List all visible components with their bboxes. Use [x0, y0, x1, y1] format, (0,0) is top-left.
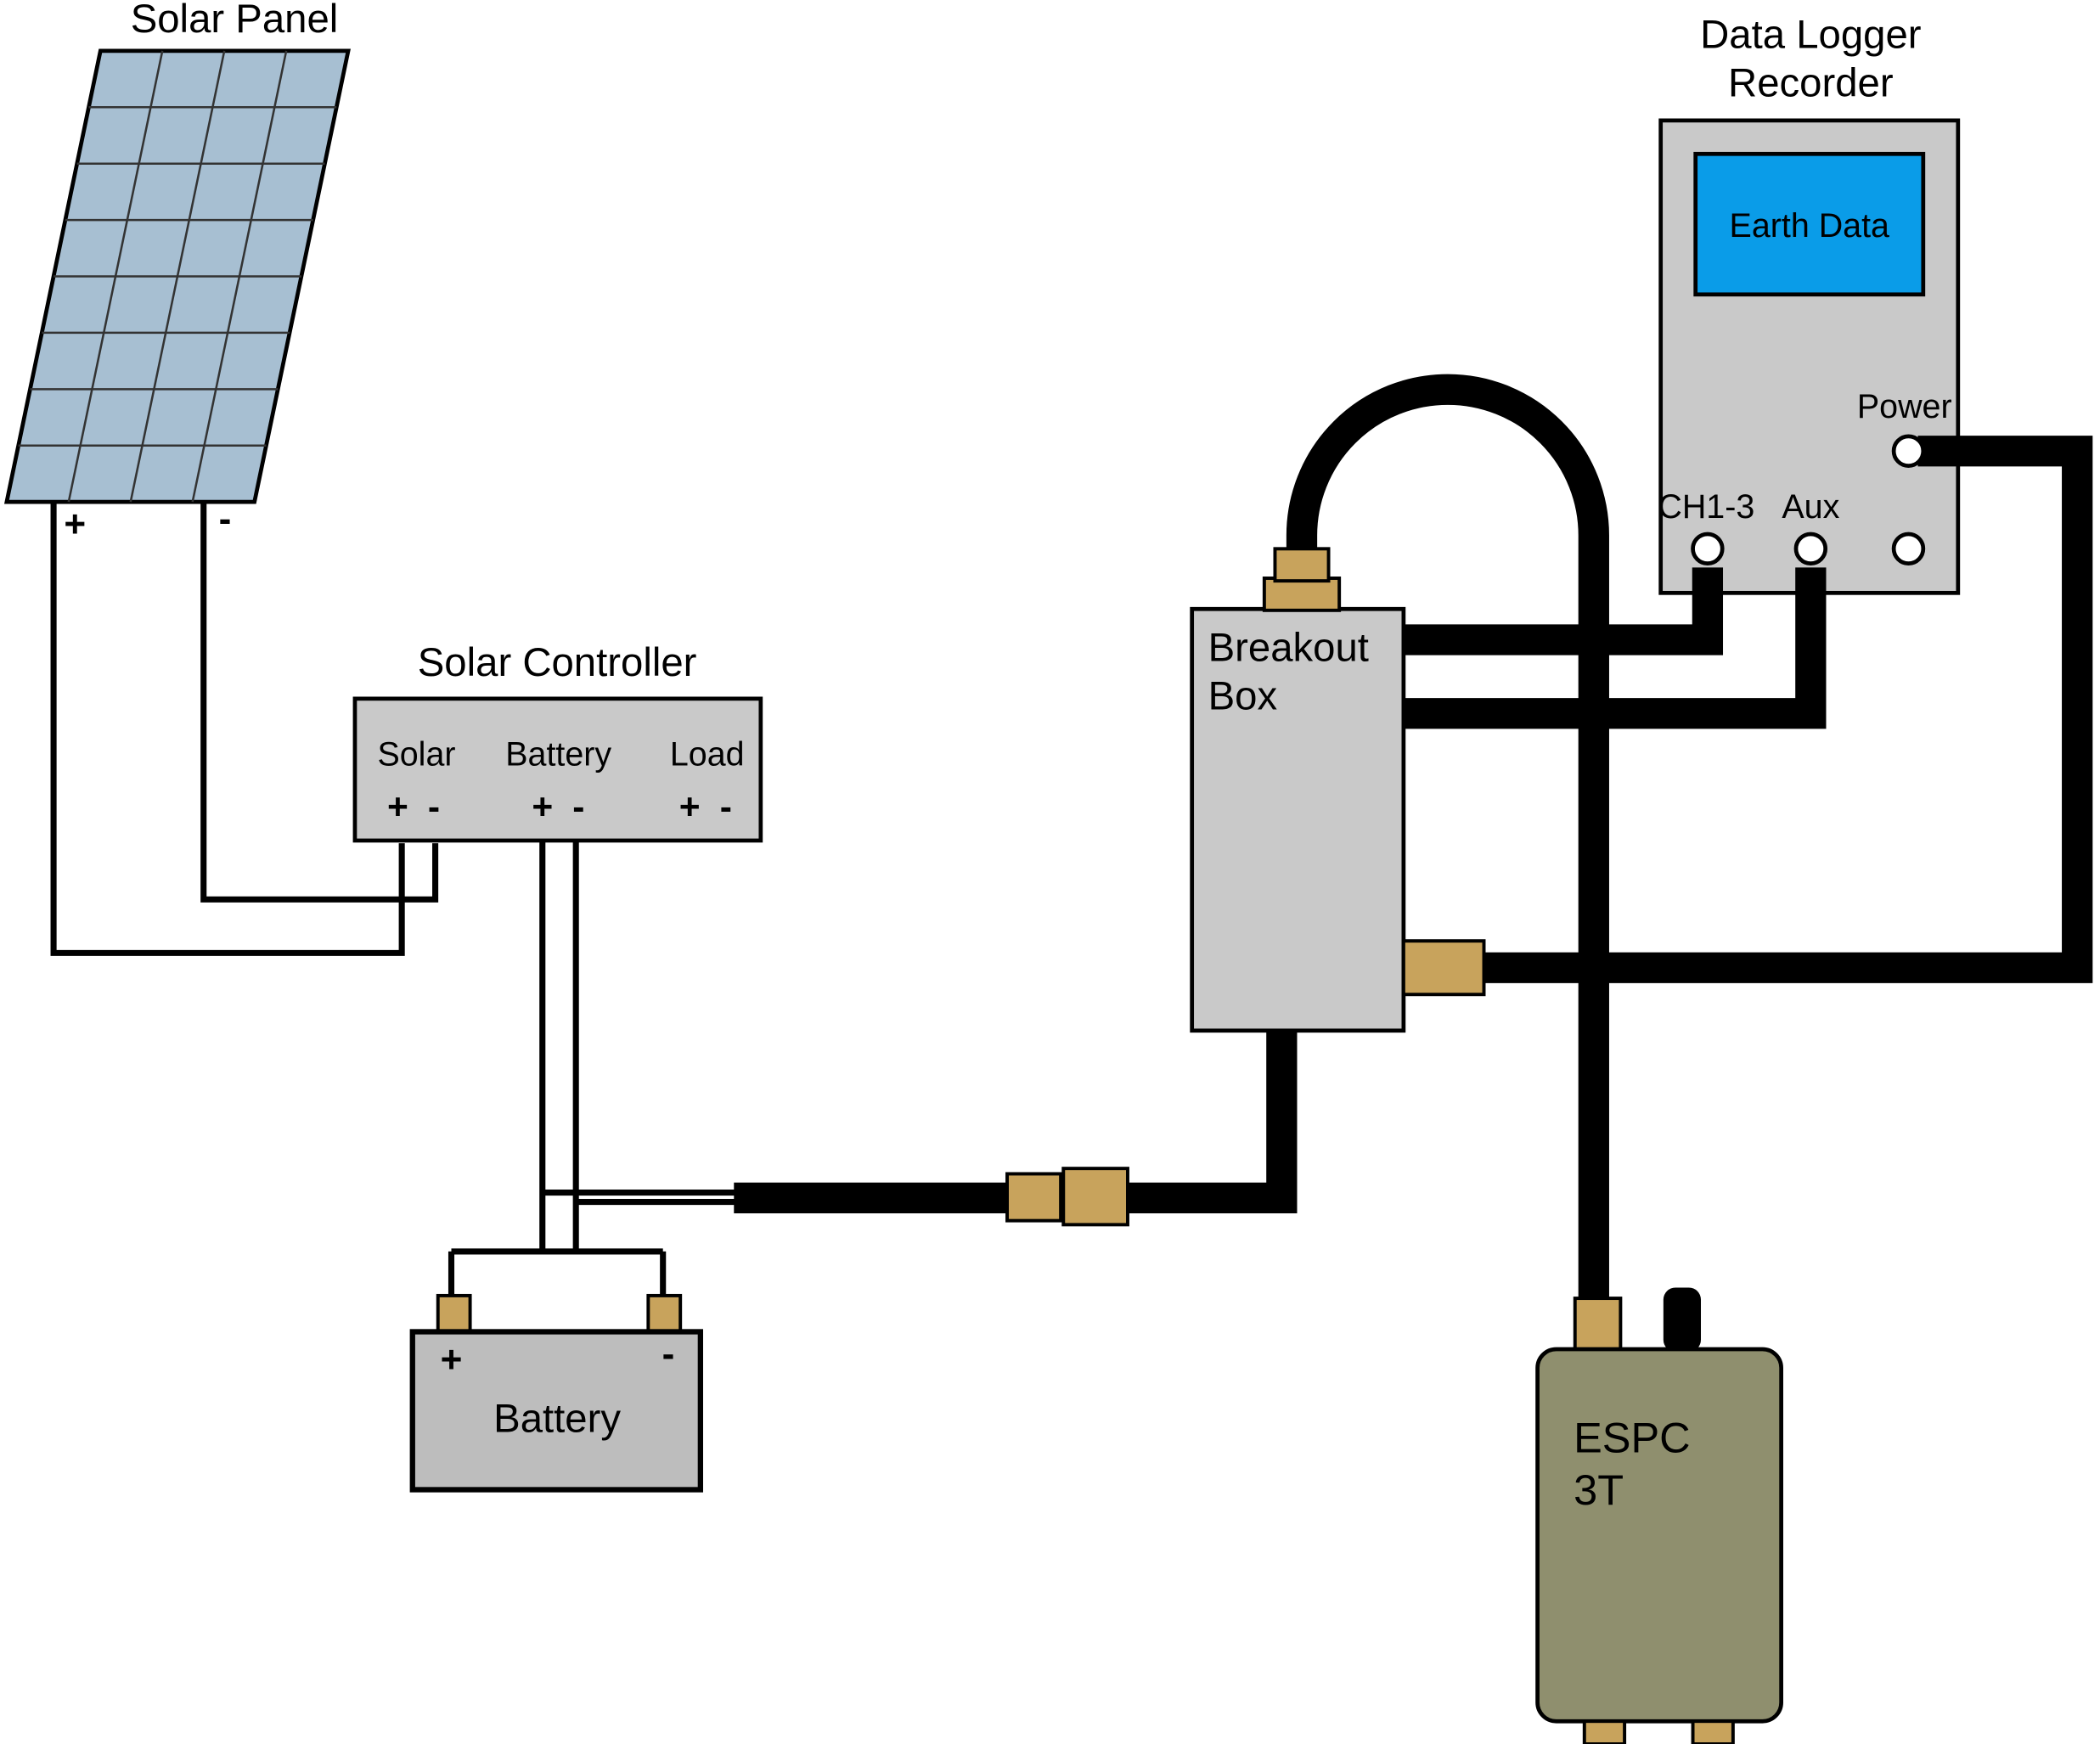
battery-plus-sign: +	[441, 1339, 463, 1381]
terminal-solar-minus: -	[428, 787, 440, 828]
data-logger-title-line2: Recorder	[1728, 61, 1894, 106]
battery-box	[409, 1329, 704, 1493]
inline-connector-left	[1005, 1172, 1063, 1223]
battery-terminal-minus	[646, 1293, 683, 1336]
espc-label-line1: ESPC	[1574, 1413, 1690, 1461]
breakout-top-connector-base	[1262, 577, 1342, 612]
battery-terminal-plus	[436, 1293, 472, 1336]
cable-breakout-to-ch13	[1403, 567, 1724, 655]
terminal-label-load: Load	[670, 736, 745, 774]
data-logger-title-line1: Data Logger	[1700, 13, 1921, 58]
terminal-label-solar: Solar	[377, 736, 455, 774]
terminal-battery-plus: +	[532, 787, 553, 828]
cable-breakout-to-aux	[1403, 567, 1827, 729]
power-port	[1891, 434, 1926, 468]
espc-bottom-nub-right	[1691, 1719, 1735, 1744]
terminal-label-battery: Battery	[505, 736, 611, 774]
ch13-port	[1691, 532, 1725, 566]
ch13-port-label: CH1-3	[1658, 488, 1754, 526]
espc-bottom-nub-left	[1582, 1719, 1627, 1744]
battery-minus-sign: -	[662, 1333, 675, 1375]
breakout-box-label-line2: Box	[1208, 673, 1278, 718]
espc-label-line2: 3T	[1574, 1466, 1624, 1514]
data-logger-screen	[1693, 151, 1926, 297]
terminal-load-minus: -	[720, 787, 732, 828]
terminal-solar-plus: +	[387, 787, 408, 828]
solar-panel-plus-sign: +	[64, 504, 86, 545]
spare-port	[1891, 532, 1926, 566]
terminal-load-plus: +	[679, 787, 701, 828]
terminal-battery-minus: -	[572, 787, 584, 828]
solar-controller-title: Solar Controller	[418, 640, 697, 685]
inline-connector-right	[1061, 1167, 1129, 1227]
solar-panel-minus-sign: -	[219, 498, 232, 540]
cable-battery-to-breakout	[734, 1027, 1298, 1213]
data-logger-screen-label: Earth Data	[1730, 207, 1890, 245]
espc-box	[1535, 1347, 1783, 1724]
battery-label: Battery	[493, 1397, 621, 1442]
espc-top-connector	[1573, 1297, 1623, 1357]
espc-top-nub	[1663, 1287, 1702, 1353]
wire-panel-plus-to-controller	[50, 502, 405, 956]
solar-controller-box	[352, 696, 763, 843]
wire-panel-minus-to-controller	[200, 502, 439, 903]
power-port-label: Power	[1857, 388, 1952, 425]
aux-port	[1793, 532, 1828, 566]
aux-port-label: Aux	[1782, 488, 1839, 526]
breakout-box-label-line1: Breakout	[1208, 626, 1369, 671]
solar-panel-grid	[18, 50, 337, 503]
cable-breakout-to-espc	[1286, 374, 1609, 1319]
breakout-side-connector	[1401, 939, 1486, 997]
breakout-top-connector-tip	[1273, 547, 1331, 583]
solar-panel-label: Solar Panel	[131, 0, 339, 42]
cable-power-to-breakout	[1466, 436, 2093, 983]
breakout-box	[1190, 606, 1406, 1033]
